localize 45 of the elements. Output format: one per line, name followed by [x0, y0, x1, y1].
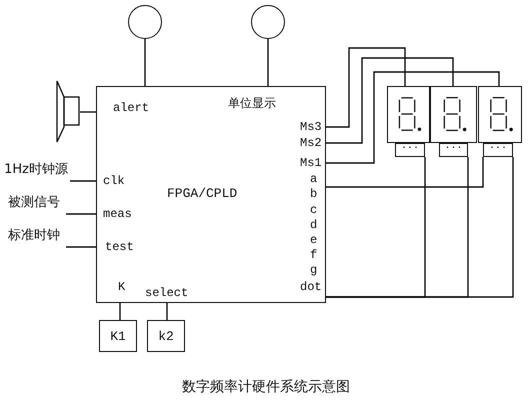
- connection-line: [119, 303, 121, 320]
- connector-box: ...: [439, 143, 468, 157]
- pin-label: 单位显示: [228, 97, 276, 109]
- pin-label: e: [310, 234, 318, 246]
- key-box: k2: [147, 320, 185, 352]
- pin-label: alert: [113, 102, 150, 114]
- connection-line: [66, 246, 96, 248]
- connector-box: ...: [483, 143, 513, 157]
- pin-label: f: [310, 249, 318, 261]
- pin-label: select: [145, 287, 188, 299]
- pin-label: Ms3: [300, 121, 322, 133]
- connection-line: [326, 71, 500, 164]
- connection-line: [70, 180, 96, 182]
- pin-label: Ms1: [300, 157, 322, 169]
- seven-segment-display: [478, 86, 522, 143]
- pin-label: b: [310, 188, 318, 200]
- circle-terminal: [251, 5, 285, 39]
- connection-line: [267, 39, 269, 86]
- pin-label: meas: [103, 208, 132, 220]
- pin-label: dot: [300, 281, 322, 293]
- pin-label: Ms2: [300, 137, 322, 149]
- connection-line: [80, 111, 96, 113]
- signal-label: 标准时钟: [2, 229, 66, 248]
- signal-label: 被测信号: [2, 196, 66, 215]
- connector-box: ...: [395, 143, 425, 157]
- signal-label: 1Hz时钟源: [2, 163, 70, 182]
- seven-segment-display: [430, 86, 477, 143]
- connection-line: [326, 157, 484, 188]
- pin-label: K: [118, 281, 126, 293]
- connection-line: [326, 57, 454, 144]
- pin-label: g: [310, 264, 318, 276]
- pin-label: a: [310, 173, 318, 185]
- connection-line: [326, 47, 406, 128]
- pin-label: test: [105, 241, 134, 253]
- pin-label: d: [310, 219, 318, 231]
- pin-label: clk: [103, 175, 125, 187]
- caption: 数字频率计硬件系统示意图: [181, 378, 351, 396]
- seven-segment-display: [387, 86, 430, 143]
- connection-line: [166, 303, 168, 320]
- connection-line: [326, 157, 514, 298]
- key-box: K1: [99, 320, 137, 352]
- connection-line: [144, 39, 146, 86]
- connection-line: [66, 213, 96, 215]
- circle-terminal: [128, 5, 162, 39]
- pin-label: c: [310, 204, 318, 216]
